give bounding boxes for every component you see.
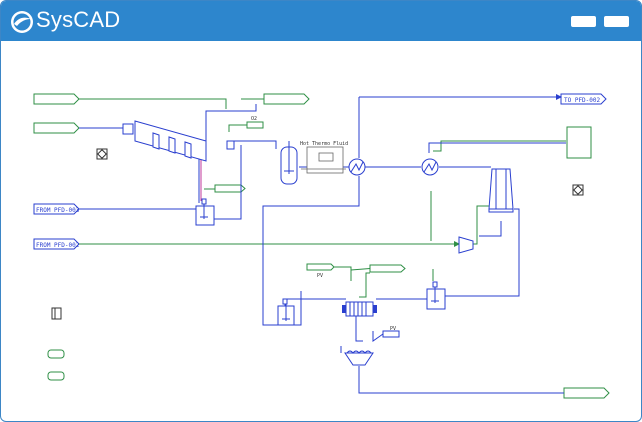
syscad-logo-icon: [11, 11, 33, 33]
green-lines: [79, 98, 566, 298]
legend-pill-2[interactable]: [47, 371, 65, 381]
tag-from-pfd-003-label: FROM PFD-003: [36, 207, 80, 214]
product-tag-top[interactable]: [263, 93, 310, 105]
fullscreen-icon[interactable]: [96, 148, 108, 160]
tag-to-pfd-002-label: TO PFD-002: [564, 97, 601, 104]
hot-thermo-fluid-unit[interactable]: Hot Thermo Fluid: [300, 141, 348, 174]
product-tag-bottom[interactable]: [563, 387, 610, 399]
legend-pill-1[interactable]: [47, 349, 65, 359]
feed-tag-2[interactable]: [33, 122, 80, 134]
compressor[interactable]: [458, 236, 474, 254]
scrubber-column[interactable]: [488, 168, 514, 213]
tag-pv-upper-label: PV: [317, 273, 323, 279]
tag-o2[interactable]: O2: [246, 116, 264, 129]
tag-o2-label: O2: [251, 116, 257, 122]
flowsheet-canvas: FROM PFD-003 FROM PFD-002 TO PFD-002: [1, 41, 641, 421]
hot-thermo-label: Hot Thermo Fluid: [300, 141, 348, 147]
mix-tank-1[interactable]: [195, 198, 215, 226]
window-icon[interactable]: [51, 307, 62, 320]
tag-from-pfd-002[interactable]: FROM PFD-002: [33, 238, 80, 250]
process-flow-diagram: FROM PFD-003 FROM PFD-002 TO PFD-002: [33, 93, 610, 399]
hopper[interactable]: [344, 350, 374, 366]
blue-lines: [79, 94, 566, 394]
reactor-vessel[interactable]: [280, 141, 298, 185]
header-button-2[interactable]: [604, 16, 629, 27]
tag-small-1[interactable]: [214, 184, 246, 193]
control-panel-box[interactable]: [566, 126, 592, 159]
header-button-1[interactable]: [571, 16, 596, 27]
heat-exchanger-1[interactable]: [348, 158, 366, 176]
tag-to-pfd-002[interactable]: TO PFD-002: [560, 93, 607, 105]
expand-icon[interactable]: [572, 184, 584, 196]
feed-tag-1[interactable]: [33, 93, 80, 105]
tag-from-pfd-003[interactable]: FROM PFD-003: [33, 203, 80, 215]
filter-press[interactable]: [342, 301, 377, 317]
tag-from-pfd-002-label: FROM PFD-002: [36, 242, 80, 249]
mix-tank-2[interactable]: [277, 298, 295, 326]
heat-exchanger-2[interactable]: [421, 158, 439, 176]
app-brand: SysCAD: [36, 7, 121, 32]
tag-pv-lower-label: PV: [390, 326, 396, 332]
tag-pv-lower[interactable]: PV: [382, 326, 400, 338]
tag-small-2[interactable]: [369, 264, 406, 273]
mix-tank-3[interactable]: [426, 281, 446, 310]
rotary-kiln[interactable]: [122, 120, 235, 162]
tag-pv-upper[interactable]: PV: [306, 263, 335, 279]
app-header: SysCAD: [1, 1, 641, 41]
